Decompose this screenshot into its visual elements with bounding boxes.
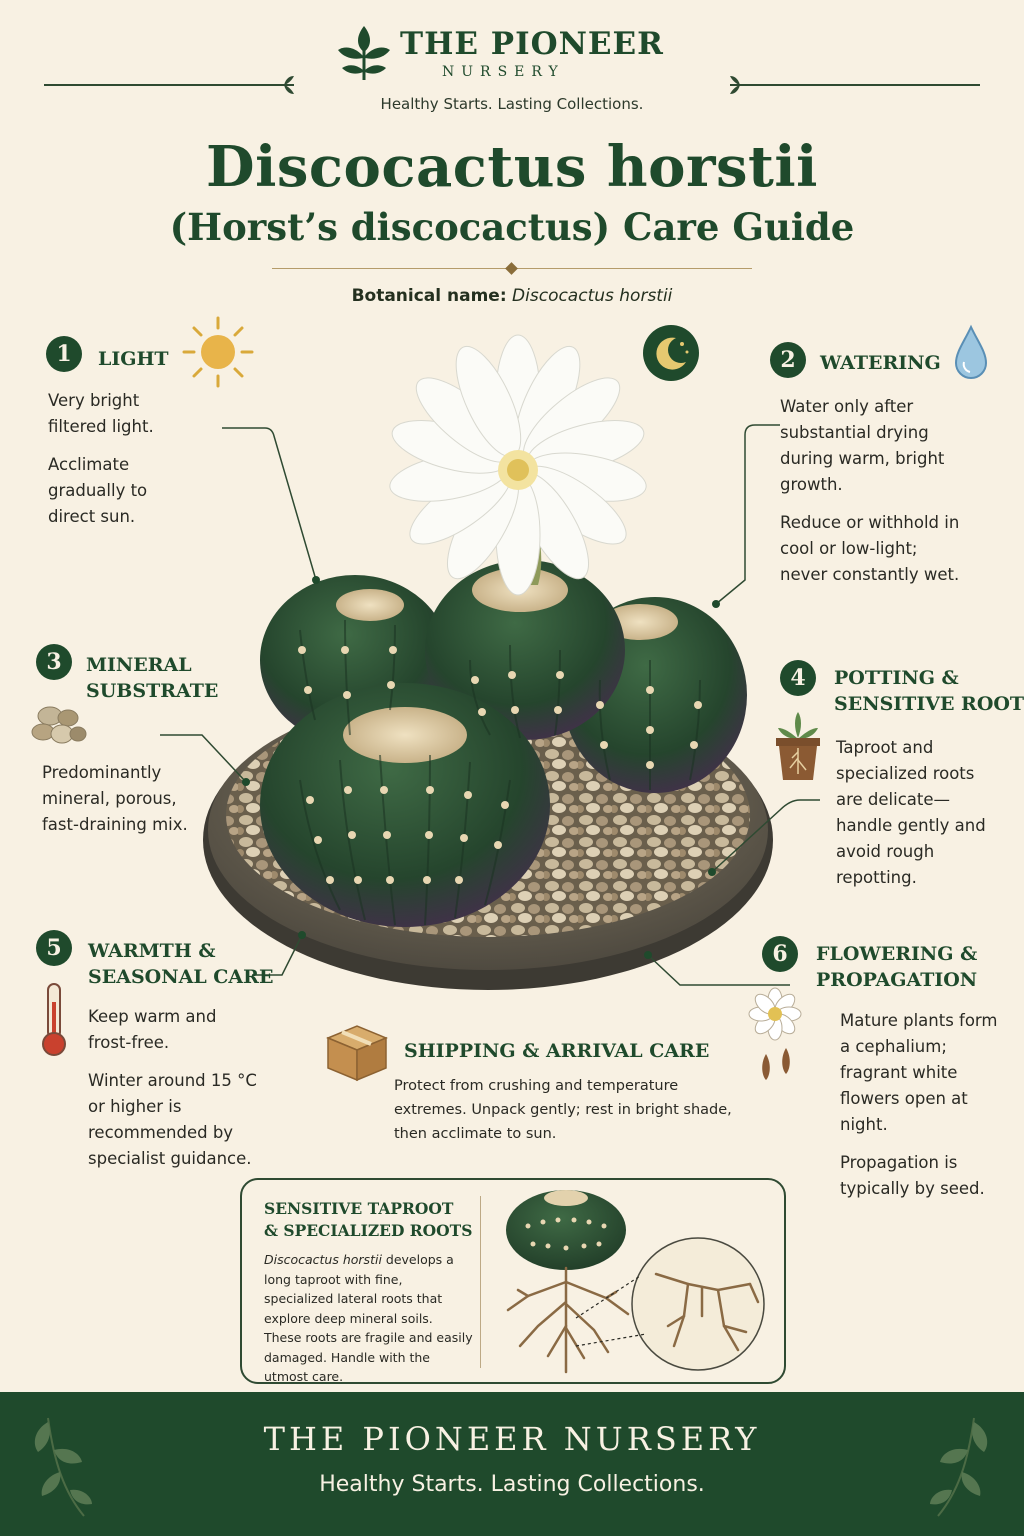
section-3-paragraph: Predominantly mineral, porous, fast-drai… [42,763,188,834]
brand-name: THE PIONEER [400,26,664,62]
section-4-title-line: SENSITIVE ROOTS [834,693,1024,715]
section-6-title-line: PROPAGATION [816,969,978,991]
roots-panel-body: develops a long taproot with fine, speci… [264,1252,473,1384]
section-2-title: WATERING [820,352,941,374]
section-6-text: Mature plants form a cephalium; fragrant… [840,1008,1000,1214]
section-2-text: Water only after substantial drying duri… [780,394,960,600]
footer-brand-name: THE PIONEER NURSERY [263,1420,761,1458]
section-6-paragraph: Propagation is typically by seed. [840,1153,985,1198]
brand-subtitle: NURSERY [442,64,565,80]
page-title: Discocactus horstii [206,134,818,200]
section-4-title-line: POTTING & [834,667,959,689]
pebbles-icon [31,706,87,744]
section-1-number: 1 [46,336,82,372]
section-2-number: 2 [770,342,806,378]
botanical-value: Discocactus horstii [512,286,673,306]
flower-seed-icon [748,987,802,1080]
section-1-title: LIGHT [98,348,169,370]
section-3-text: Predominantly mineral, porous, fast-drai… [42,760,192,850]
section-5-paragraph: Winter around 15 °C or higher is recomme… [88,1071,257,1168]
section-4-title: POTTING & SENSITIVE ROOTS [834,665,1024,717]
box-icon [326,1025,388,1082]
section-6-title-line: FLOWERING & [816,943,978,965]
leaf-branch-right-icon [930,1417,988,1517]
section-1-text: Very bright filtered light. Acclimate gr… [48,388,188,542]
page-subtitle: (Horst’s discocactus) Care Guide [169,205,855,249]
botanical-name: Botanical name: Discocactus horstii [0,286,1024,306]
section-2-paragraph: Reduce or withhold in cool or low-light;… [780,513,960,584]
section-5-title-line: WARMTH & [88,940,216,962]
section-2-paragraph: Water only after substantial drying duri… [780,397,945,494]
footer-tagline: Healthy Starts. Lasting Collections. [319,1472,705,1497]
header-line-right [740,84,980,86]
shipping-text: Protect from crushing and temperature ex… [394,1078,732,1142]
leaf-branch-left-icon [34,1417,92,1517]
sprig-left-icon [272,76,294,94]
roots-panel-text: Discocactus horstii develops a long tapr… [264,1250,474,1387]
sun-icon [182,316,254,388]
roots-panel-title-line: SENSITIVE TAPROOT [264,1199,454,1218]
section-6-number: 6 [762,936,798,972]
potted-plant-icon [776,712,820,780]
section-4-number: 4 [780,660,816,696]
brand-tagline: Healthy Starts. Lasting Collections. [380,95,644,113]
botanical-label: Botanical name: [351,286,507,306]
section-1-paragraph: Very bright filtered light. [48,391,154,436]
section-4-text: Taproot and specialized roots are delica… [836,735,986,903]
roots-panel-species: Discocactus horstii [264,1252,382,1267]
section-5-title: WARMTH & SEASONAL CARE [88,938,273,990]
footer-band [0,1392,1024,1536]
section-5-title-line: SEASONAL CARE [88,966,274,988]
roots-panel-divider [480,1196,481,1368]
section-5-paragraph: Keep warm and frost-free. [88,1007,217,1052]
roots-panel-title: SENSITIVE TAPROOT & SPECIALIZED ROOTS [264,1198,472,1242]
section-3-title-line: MINERAL [86,654,192,676]
section-3-title: MINERAL SUBSTRATE [86,652,218,704]
section-3-number: 3 [36,644,72,680]
section-4-paragraph: Taproot and specialized roots are delica… [836,738,986,887]
section-1-paragraph: Acclimate gradually to direct sun. [48,455,148,526]
section-5-number: 5 [36,930,72,966]
roots-panel-title-line: & SPECIALIZED ROOTS [264,1221,473,1240]
shipping-title: SHIPPING & ARRIVAL CARE [404,1040,710,1062]
section-6-paragraph: Mature plants form a cephalium; fragrant… [840,1011,998,1134]
sprig-right-icon [730,76,752,94]
moon-stars-icon [643,325,699,381]
section-5-text: Keep warm and frost-free. Winter around … [88,1004,258,1184]
section-3-title-line: SUBSTRATE [86,680,219,702]
header-line-left [44,84,284,86]
roots-illustration [506,1190,765,1374]
section-6-title: FLOWERING & PROPAGATION [816,941,977,993]
leaf-logo-icon [338,26,390,80]
thermometer-icon [42,983,66,1056]
water-drop-icon [954,324,988,379]
